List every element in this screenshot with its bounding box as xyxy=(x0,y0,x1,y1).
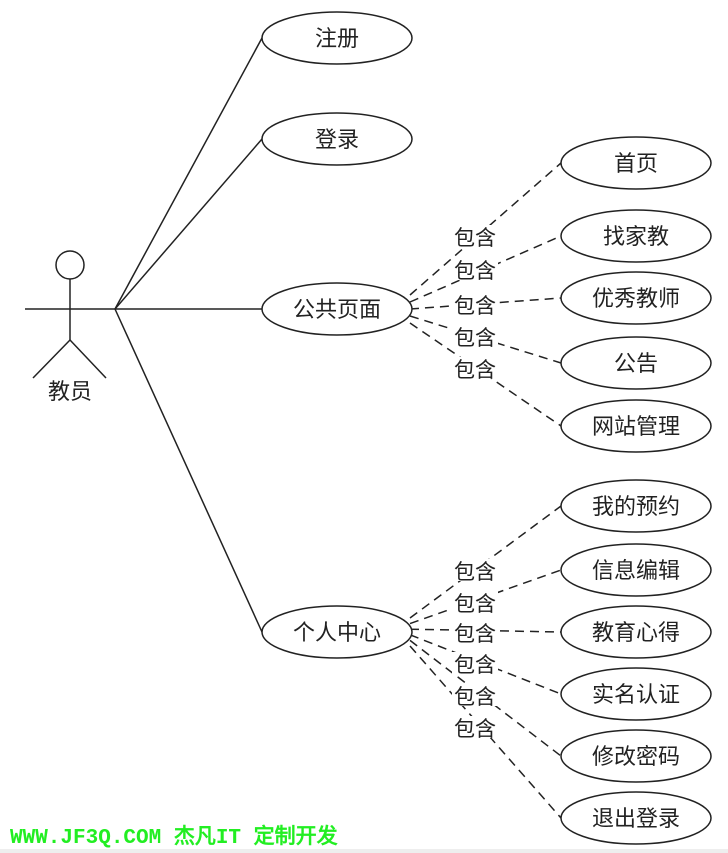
include-label-bg xyxy=(452,357,498,379)
include-label-bg xyxy=(452,258,498,280)
actor-label: 教员 xyxy=(48,380,92,405)
included-use-case-ellipse xyxy=(560,271,712,325)
use-case-personal-label: 个人中心 xyxy=(293,621,381,646)
include-label: 包含 xyxy=(454,326,496,350)
included-use-case-label: 我的预约 xyxy=(592,495,680,520)
include-label-bg xyxy=(452,225,498,247)
included-use-case-label: 退出登录 xyxy=(592,807,680,832)
include-label-bg xyxy=(452,591,498,613)
included-use-case-ellipse xyxy=(560,729,712,783)
use-case-login-label: 登录 xyxy=(315,128,359,153)
use-case-public-ellipse xyxy=(261,282,413,336)
included-use-case-ellipse xyxy=(560,399,712,453)
include-label-bg xyxy=(452,684,498,706)
include-label-bg xyxy=(452,559,498,581)
include-label: 包含 xyxy=(454,226,496,250)
include-label-bg xyxy=(452,716,498,738)
included-use-case-ellipse xyxy=(560,479,712,533)
included-use-case-ellipse xyxy=(560,543,712,597)
include-line xyxy=(409,645,562,819)
include-label: 包含 xyxy=(454,685,496,709)
include-label: 包含 xyxy=(454,653,496,677)
use-case-register-label: 注册 xyxy=(315,27,359,52)
association-line xyxy=(114,138,263,310)
included-use-case-label: 网站管理 xyxy=(592,415,680,440)
included-use-case-ellipse xyxy=(560,136,712,190)
included-use-case-label: 找家教 xyxy=(603,225,669,250)
include-label: 包含 xyxy=(454,259,496,283)
use-case-public-label: 公共页面 xyxy=(293,298,381,323)
included-use-case-ellipse xyxy=(560,209,712,263)
included-use-case-label: 首页 xyxy=(614,152,658,177)
included-use-case-ellipse xyxy=(560,336,712,390)
include-label-bg xyxy=(452,652,498,674)
association-line xyxy=(114,308,263,633)
bottom-border xyxy=(0,849,728,853)
include-label: 包含 xyxy=(454,622,496,646)
actor-leg xyxy=(69,339,107,379)
use-case-register-ellipse xyxy=(261,11,413,65)
included-use-case-label: 教育心得 xyxy=(592,621,680,646)
include-label-bg xyxy=(452,325,498,347)
included-use-case-label: 修改密码 xyxy=(592,745,680,770)
actor-head xyxy=(55,250,85,280)
include-label: 包含 xyxy=(454,560,496,584)
included-use-case-label: 优秀教师 xyxy=(592,287,680,312)
association-line xyxy=(114,37,263,310)
site-watermark: WWW.JF3Q.COM 杰凡IT 定制开发 xyxy=(10,827,338,850)
use-case-personal-ellipse xyxy=(261,605,413,659)
use-case-login-ellipse xyxy=(261,112,413,166)
include-label: 包含 xyxy=(454,358,496,382)
include-label: 包含 xyxy=(454,717,496,741)
included-use-case-label: 信息编辑 xyxy=(592,559,680,584)
include-line xyxy=(409,162,562,296)
included-use-case-label: 实名认证 xyxy=(592,683,680,708)
included-use-case-ellipse xyxy=(560,791,712,845)
include-label: 包含 xyxy=(454,592,496,616)
include-label-bg xyxy=(452,293,498,315)
included-use-case-label: 公告 xyxy=(614,352,658,377)
include-label: 包含 xyxy=(454,294,496,318)
included-use-case-ellipse xyxy=(560,605,712,659)
included-use-case-ellipse xyxy=(560,667,712,721)
include-label-bg xyxy=(452,621,498,643)
actor-leg xyxy=(32,339,71,379)
